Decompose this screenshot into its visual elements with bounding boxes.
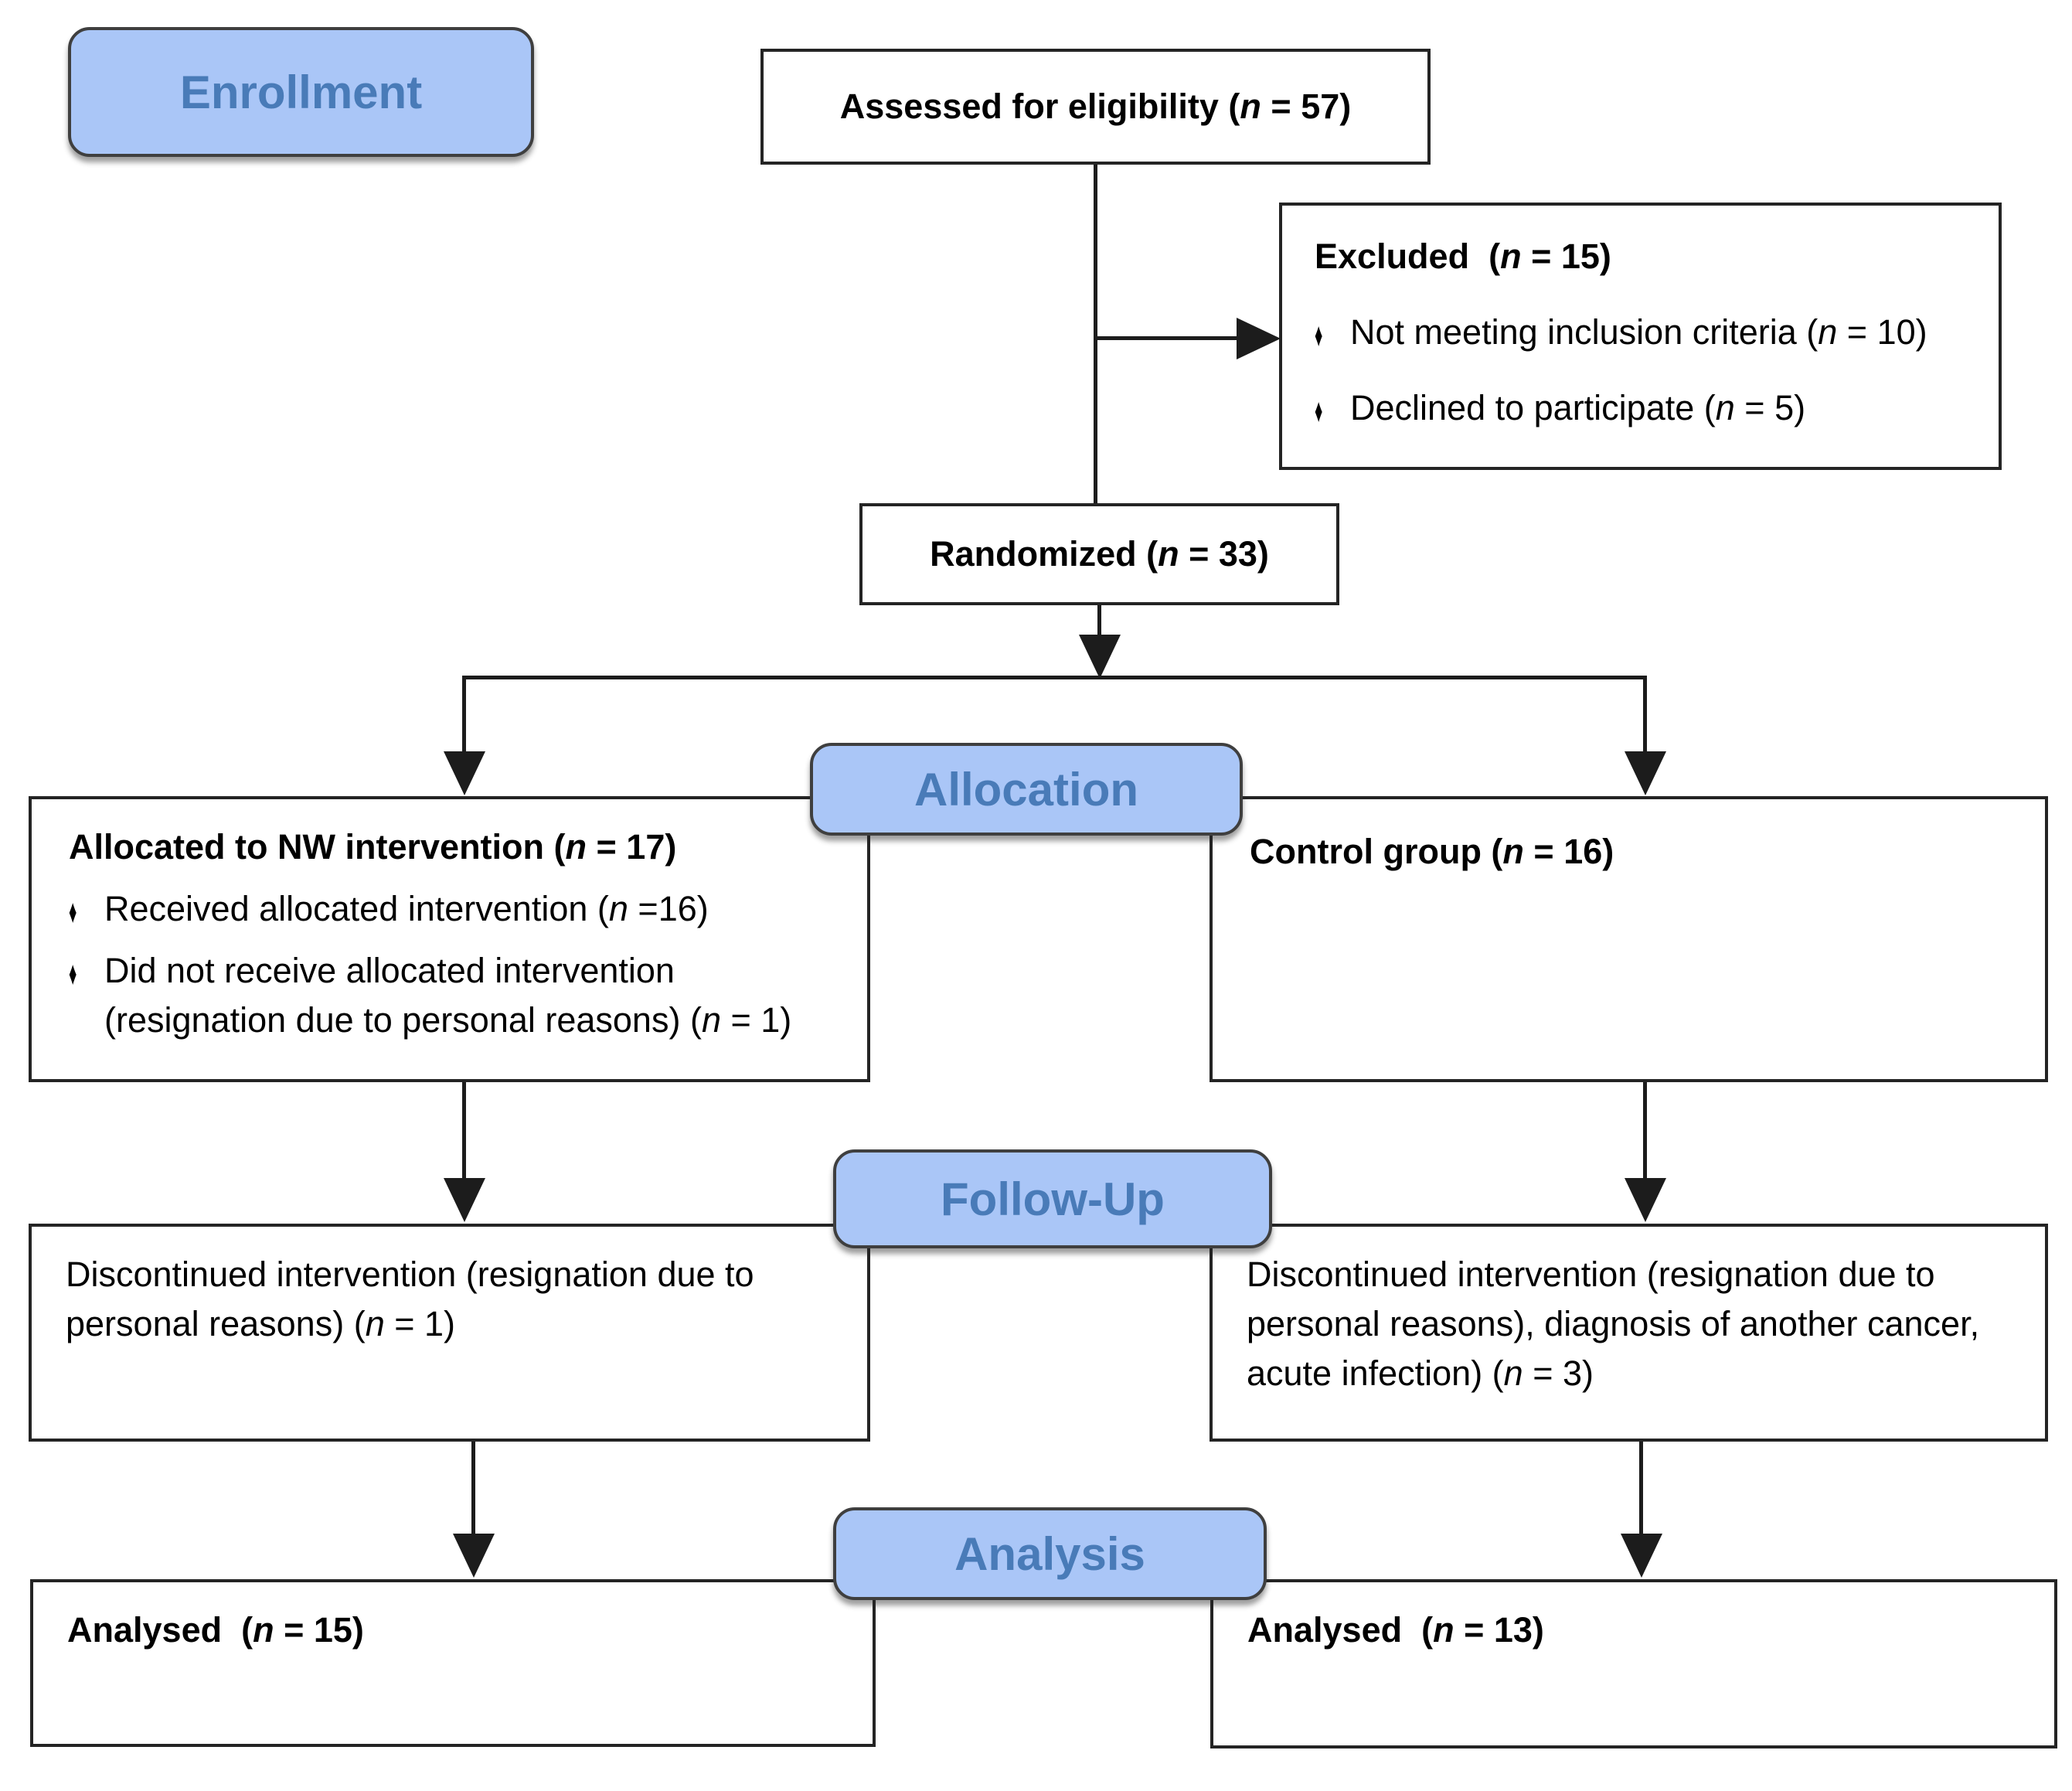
arrowhead-control bbox=[1625, 751, 1666, 795]
excluded-box: Excluded (n = 15) ♦ Not meeting inclusio… bbox=[1279, 203, 2002, 470]
stage-label-followup: Follow-Up bbox=[833, 1149, 1272, 1248]
stage-label-followup-text: Follow-Up bbox=[941, 1173, 1165, 1225]
control-group-title: Control group (n = 16) bbox=[1250, 832, 1614, 871]
connector-split-horizontal bbox=[462, 676, 1647, 679]
arrowhead-randomized-split bbox=[1079, 635, 1121, 679]
diamond-bullet-icon: ♦ bbox=[1315, 392, 1323, 430]
excluded-bullet: ♦ Declined to participate (n = 5) bbox=[1315, 383, 1977, 433]
connector-split-to-intervention bbox=[462, 676, 466, 753]
allocated-intervention-bullet-text: Did not receive allocated intervention (… bbox=[104, 950, 792, 1040]
arrowhead-intervention bbox=[444, 751, 485, 795]
excluded-bullet: ♦ Not meeting inclusion criteria (n = 10… bbox=[1315, 308, 1977, 357]
stage-label-analysis: Analysis bbox=[833, 1507, 1267, 1600]
diamond-bullet-icon: ♦ bbox=[69, 894, 77, 931]
stage-label-analysis-text: Analysis bbox=[954, 1527, 1145, 1580]
stage-label-allocation: Allocation bbox=[810, 743, 1243, 836]
randomized-box: Randomized (n = 33) bbox=[859, 503, 1339, 605]
connector-assessed-to-randomized bbox=[1094, 165, 1097, 503]
randomized-title: Randomized (n = 33) bbox=[930, 534, 1269, 574]
followup-intervention-text: Discontinued intervention (resignation d… bbox=[66, 1255, 764, 1343]
connector-to-excluded bbox=[1094, 336, 1242, 340]
diamond-bullet-icon: ♦ bbox=[69, 955, 77, 993]
analysed-control-box: Analysed (n = 13) bbox=[1210, 1579, 2057, 1748]
connector-intervention-to-followup bbox=[462, 1082, 466, 1180]
allocated-intervention-bullet: ♦ Received allocated intervention (n =16… bbox=[69, 884, 847, 934]
allocated-intervention-bullet-text: Received allocated intervention (n =16) bbox=[104, 888, 709, 928]
connector-followup-to-analysis-left bbox=[471, 1442, 475, 1536]
assessed-for-eligibility-box: Assessed for eligibility (n = 57) bbox=[760, 49, 1431, 165]
control-group-box: Control group (n = 16) bbox=[1210, 796, 2048, 1082]
followup-control-box: Discontinued intervention (resignation d… bbox=[1210, 1224, 2048, 1442]
assessed-title: Assessed for eligibility (n = 57) bbox=[839, 87, 1352, 127]
arrowhead-followup-intervention bbox=[444, 1178, 485, 1222]
followup-control-text: Discontinued intervention (resignation d… bbox=[1247, 1255, 1989, 1393]
arrowhead-analysis-control bbox=[1621, 1534, 1662, 1578]
excluded-title: Excluded (n = 15) bbox=[1315, 237, 1611, 276]
allocated-intervention-title: Allocated to NW intervention (n = 17) bbox=[69, 827, 677, 867]
stage-label-allocation-text: Allocation bbox=[914, 763, 1138, 815]
connector-followup-to-analysis-right bbox=[1639, 1442, 1643, 1536]
followup-intervention-box: Discontinued intervention (resignation d… bbox=[29, 1224, 870, 1442]
connector-split-to-control bbox=[1643, 676, 1647, 753]
diamond-bullet-icon: ♦ bbox=[1315, 317, 1323, 354]
stage-label-enrollment-text: Enrollment bbox=[179, 66, 423, 118]
excluded-bullet-text: Declined to participate (n = 5) bbox=[1350, 387, 1806, 427]
connector-control-to-followup bbox=[1643, 1082, 1647, 1180]
analysed-control-title: Analysed (n = 13) bbox=[1247, 1610, 1544, 1650]
connector-randomized-down bbox=[1097, 605, 1101, 638]
allocated-intervention-box: Allocated to NW intervention (n = 17) ♦ … bbox=[29, 796, 870, 1082]
arrowhead-analysis-intervention bbox=[453, 1534, 495, 1578]
analysed-intervention-box: Analysed (n = 15) bbox=[30, 1579, 876, 1747]
excluded-bullet-text: Not meeting inclusion criteria (n = 10) bbox=[1350, 312, 1927, 352]
arrowhead-followup-control bbox=[1625, 1178, 1666, 1222]
arrowhead-excluded bbox=[1237, 318, 1281, 359]
allocated-intervention-bullet: ♦ Did not receive allocated intervention… bbox=[69, 946, 847, 1045]
stage-label-enrollment: Enrollment bbox=[68, 27, 534, 157]
analysed-intervention-title: Analysed (n = 15) bbox=[67, 1610, 364, 1650]
